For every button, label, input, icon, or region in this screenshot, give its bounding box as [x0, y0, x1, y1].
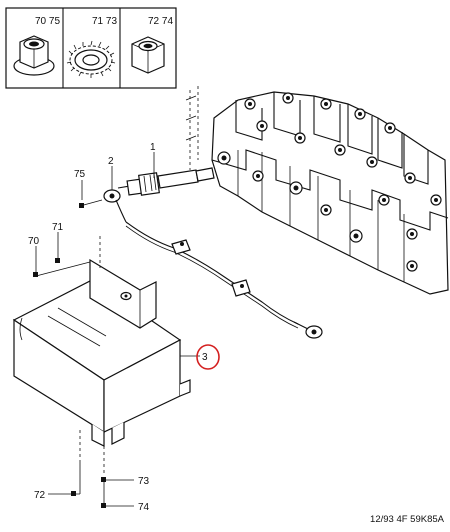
callout-73: 73: [138, 476, 150, 487]
callout-markers: [33, 203, 106, 508]
legend-code-hex-nut: 72 74: [148, 16, 173, 27]
callout-3: 3: [202, 352, 208, 363]
callout-1: 1: [150, 142, 156, 153]
callout-72: 72: [34, 490, 46, 501]
callout-75: 75: [74, 169, 86, 180]
flange-nut-icon: [13, 35, 55, 76]
highlight-circle: [196, 344, 220, 370]
callout-71: 71: [52, 222, 64, 233]
cylinder-head: [185, 86, 449, 295]
harness-clips: [171, 239, 251, 297]
drawing-reference: 12/93 4F 59K85A: [370, 514, 445, 525]
glow-plug: [117, 167, 215, 196]
legend-code-flange-nut: 70 75: [35, 16, 60, 27]
wiring-harness: [103, 189, 323, 339]
lock-washer-icon: [66, 40, 116, 78]
hardware-legend: 70 75 71 73 72 74: [5, 7, 177, 89]
callout-2: 2: [108, 156, 114, 167]
callout-74: 74: [138, 502, 150, 513]
hex-nut-icon: [131, 36, 165, 74]
pre-heat-control-unit: [12, 236, 191, 476]
legend-code-lock-washer: 71 73: [92, 16, 117, 27]
callout-70: 70: [28, 236, 40, 247]
head-bolt-holes: [217, 92, 442, 272]
